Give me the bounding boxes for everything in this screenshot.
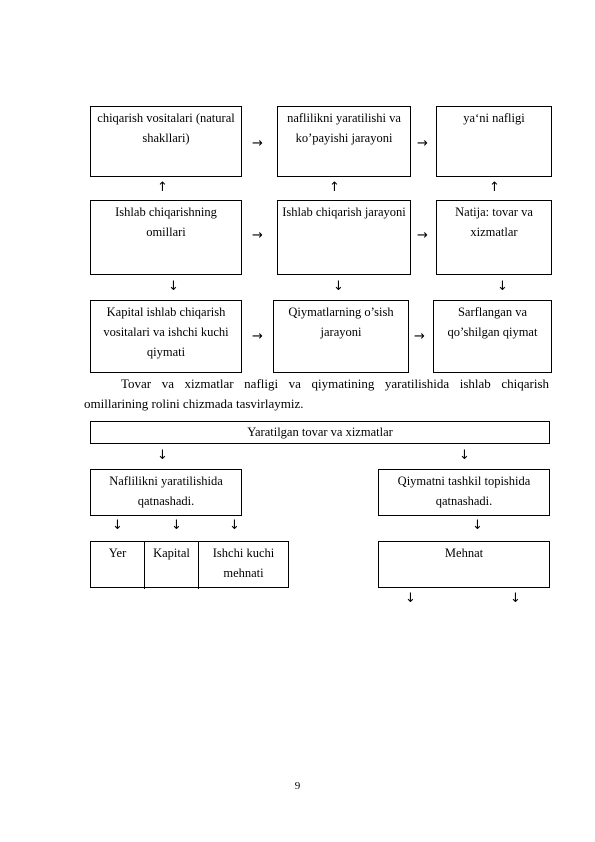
right-arrow-icon: →	[252, 329, 263, 344]
box-capital-value: Kapital ishlab chiqarish vositalari va i…	[90, 300, 242, 373]
box-label: Natija: tovar va xizmatlar	[455, 205, 533, 239]
down-arrow-icon: ↓	[157, 448, 168, 463]
factor-capital: Kapital	[145, 542, 199, 589]
box-label: chiqarish vositalari (natural shakllari)	[97, 111, 235, 145]
down-arrow-icon: ↓	[459, 448, 470, 463]
right-arrow-icon: →	[252, 228, 263, 243]
right-arrow-icon: →	[252, 136, 263, 151]
up-arrow-icon: ↑	[329, 180, 340, 195]
box-value-participation: Qiymatni tashkil topishida qatnashadi.	[378, 469, 550, 516]
down-arrow-icon: ↓	[171, 518, 182, 533]
down-arrow-icon: ↓	[472, 518, 483, 533]
box-label: Ishlab chiqarish jarayoni	[282, 205, 406, 219]
box-label: Qiymatlarning o’sish jarayoni	[288, 305, 394, 339]
box-label: Sarflangan va qo’shilgan qiymat	[447, 305, 538, 339]
factor-labor-power: Ishchi kuchi mehnati	[199, 542, 288, 589]
box-label: naflilikni yaratilishi va ko’payishi jar…	[287, 111, 401, 145]
box-utility-process: naflilikni yaratilishi va ko’payishi jar…	[277, 106, 411, 177]
intro-paragraph: Tovar va xizmatlar nafligi va qiymatinin…	[84, 374, 549, 414]
box-labor: Mehnat	[378, 541, 550, 588]
down-arrow-icon: ↓	[510, 591, 521, 606]
box-label: Ishlab chiqarishning omillari	[115, 205, 217, 239]
up-arrow-icon: ↑	[157, 180, 168, 195]
factor-land: Yer	[91, 542, 145, 589]
paragraph-text: Tovar va xizmatlar nafligi va qiymatinin…	[84, 376, 549, 411]
box-utility-participation: Naflilikni yaratilishida qatnashadi.	[90, 469, 242, 516]
box-label: Yaratilgan tovar va xizmatlar	[247, 425, 393, 439]
box-value-growth-process: Qiymatlarning o’sish jarayoni	[273, 300, 409, 373]
box-means-of-production: chiqarish vositalari (natural shakllari)	[90, 106, 242, 177]
down-arrow-icon: ↓	[112, 518, 123, 533]
right-arrow-icon: →	[417, 228, 428, 243]
box-label: Mehnat	[444, 546, 484, 560]
box-label: Naflilikni yaratilishida qatnashadi.	[109, 474, 223, 508]
box-production-process: Ishlab chiqarish jarayoni	[277, 200, 411, 275]
box-utility: ya‘ni nafligi	[436, 106, 552, 177]
box-result: Natija: tovar va xizmatlar	[436, 200, 552, 275]
down-arrow-icon: ↓	[168, 279, 179, 294]
factors-table: Yer Kapital Ishchi kuchi mehnati	[90, 541, 289, 589]
up-arrow-icon: ↑	[489, 180, 500, 195]
box-created-goods: Yaratilgan tovar va xizmatlar	[90, 421, 550, 444]
down-arrow-icon: ↓	[229, 518, 240, 533]
cell-label: Ishchi kuchi mehnati	[212, 546, 275, 580]
cell-label: Yer	[108, 546, 127, 560]
cell-label: Kapital	[153, 546, 190, 560]
box-label: ya‘ni nafligi	[463, 111, 525, 125]
box-label: Qiymatni tashkil topishida qatnashadi.	[397, 474, 531, 508]
box-label: Kapital ishlab chiqarish vositalari va i…	[103, 305, 229, 359]
down-arrow-icon: ↓	[333, 279, 344, 294]
page-number: 9	[294, 780, 301, 792]
down-arrow-icon: ↓	[497, 279, 508, 294]
box-spent-added-value: Sarflangan va qo’shilgan qiymat	[433, 300, 552, 373]
right-arrow-icon: →	[414, 329, 425, 344]
right-arrow-icon: →	[417, 136, 428, 151]
down-arrow-icon: ↓	[405, 591, 416, 606]
box-factors-of-production: Ishlab chiqarishning omillari	[90, 200, 242, 275]
